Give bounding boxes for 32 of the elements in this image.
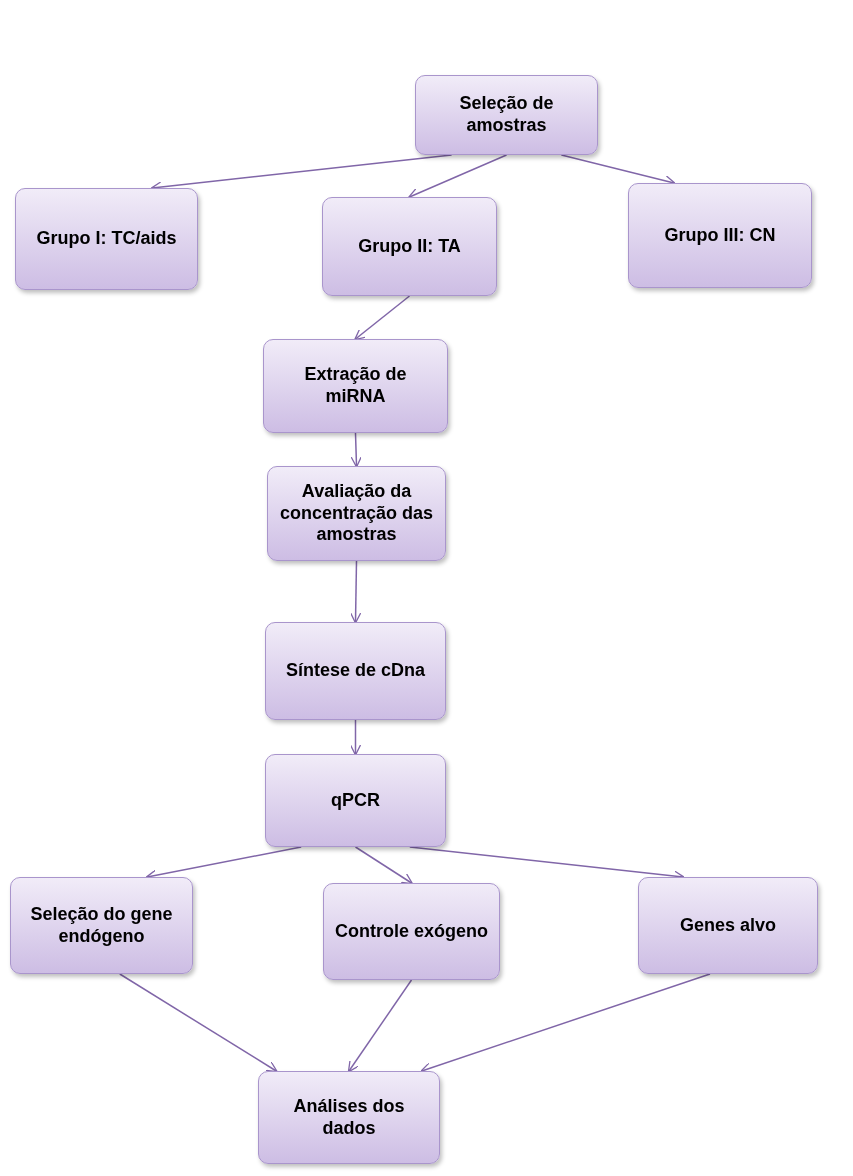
box-label: Controle exógeno [335, 920, 488, 943]
arrow [350, 432, 362, 468]
arrow [354, 846, 413, 885]
arrow [354, 295, 411, 341]
process-box [265, 754, 446, 847]
arrow [349, 719, 362, 756]
arrow [347, 979, 413, 1073]
box-label: Grupo III: CN [664, 224, 776, 247]
process-box [638, 877, 818, 974]
arrow [407, 154, 508, 199]
process-box [15, 188, 198, 290]
box-label: Extração de miRNA [303, 364, 408, 408]
process-box [267, 466, 446, 561]
arrow [119, 973, 278, 1073]
process-box [322, 197, 497, 296]
process-box [415, 75, 598, 155]
box-label: Seleção do gene endógeno [29, 903, 174, 948]
box-label: Genes alvo [679, 914, 776, 937]
process-box [263, 339, 448, 433]
process-box [323, 883, 500, 980]
box-label: Seleção de amostras [458, 93, 555, 137]
box-label: Análises dos dados [292, 1095, 406, 1140]
process-box [10, 877, 193, 974]
process-box [628, 183, 812, 288]
arrow [350, 560, 362, 624]
process-box [265, 622, 446, 720]
box-label: Grupo II: TA [358, 235, 461, 258]
box-label: Grupo I: TC/aids [36, 228, 177, 250]
box-label: Avaliação da concentração das amostras [278, 481, 435, 546]
box-label: qPCR [331, 789, 380, 812]
box-label: Síntese de cDna [285, 660, 426, 682]
process-box [258, 1071, 440, 1164]
